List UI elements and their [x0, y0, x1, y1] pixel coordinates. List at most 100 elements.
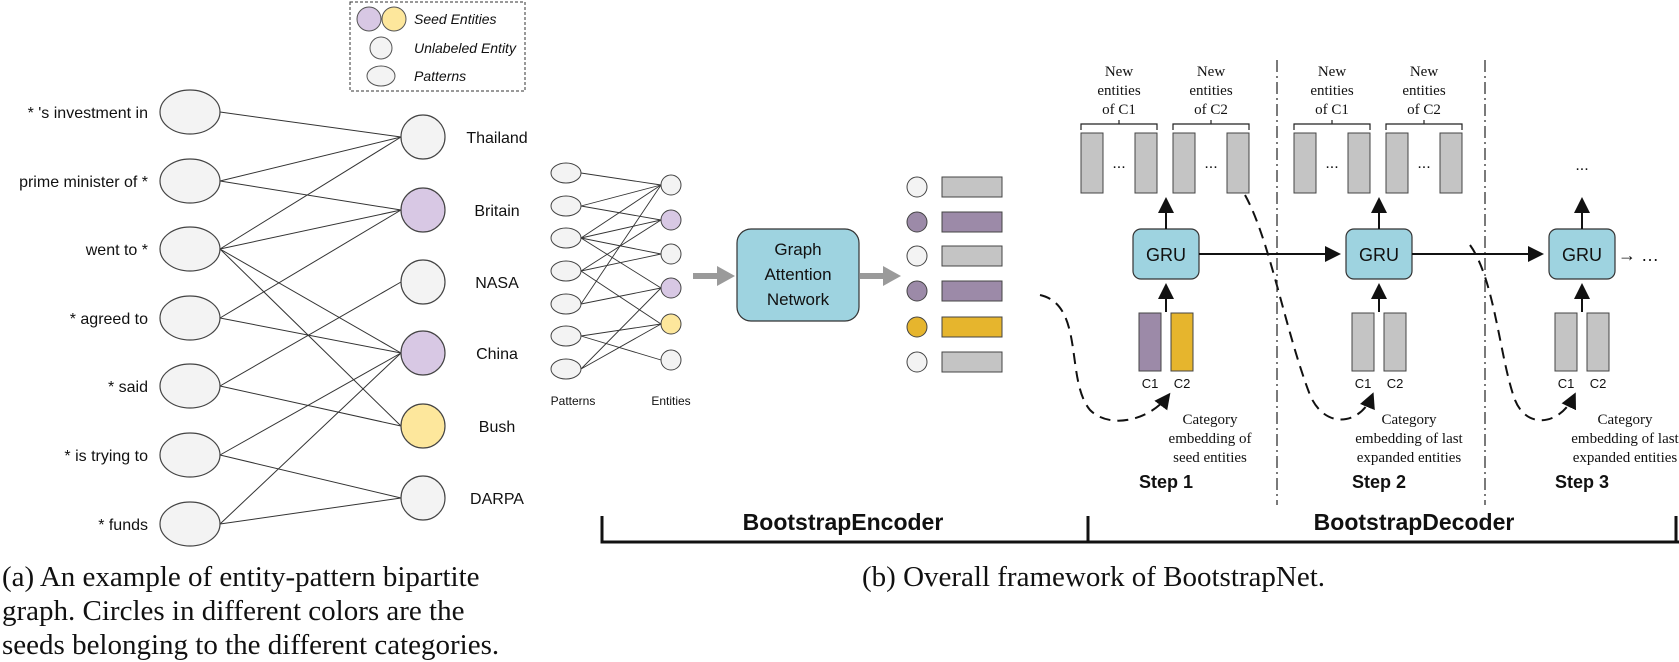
embedding-vector — [941, 176, 1003, 198]
bipartite-edge — [219, 248, 402, 427]
pattern-label: * said — [108, 379, 148, 396]
bipartite-edges — [219, 111, 402, 525]
pattern-label: * agreed to — [70, 311, 148, 328]
pattern-node — [159, 89, 221, 135]
bipartite-edge — [219, 317, 402, 354]
gat-label-line2: Attention — [764, 265, 831, 284]
gat-label-line3: Network — [767, 290, 830, 309]
new-entities-title: New — [1197, 64, 1225, 80]
mini-edge — [580, 323, 662, 370]
category-embedding-caption: Category — [1382, 412, 1437, 428]
ellipsis: ... — [1204, 155, 1217, 172]
step-label: Step 2 — [1352, 472, 1406, 492]
mini-edge — [580, 219, 662, 239]
mini-entity-node — [660, 174, 682, 196]
mini-pattern-node — [550, 162, 582, 184]
legend-patterns-label: Patterns — [414, 68, 466, 84]
embedding-node — [906, 280, 928, 302]
c1-label: C1 — [1558, 376, 1575, 391]
group-brace — [1385, 123, 1463, 130]
entity-node — [400, 114, 446, 160]
bipartite-edge — [219, 454, 402, 499]
encoder-section-label: BootstrapEncoder — [743, 509, 944, 535]
mini-edge — [580, 253, 662, 272]
embedding-vector — [941, 351, 1003, 373]
category-embedding-caption: Category — [1598, 412, 1653, 428]
mini-edge — [580, 172, 662, 186]
category-embedding-caption: embedding of last — [1355, 431, 1463, 447]
mini-pattern-node — [550, 358, 582, 380]
legend-yellow-circle — [381, 6, 407, 32]
embedding-node — [906, 316, 928, 338]
category-embedding-caption: embedding of last — [1571, 431, 1679, 447]
legend-purple-circle — [356, 6, 382, 32]
embedding-node — [906, 351, 928, 373]
embedding-node — [906, 211, 928, 233]
caption-b: (b) Overall framework of BootstrapNet. — [862, 561, 1326, 593]
legend-pattern-ellipse — [366, 65, 396, 87]
mini-bipartite-graph — [550, 162, 682, 380]
embedding-vector — [941, 211, 1003, 233]
new-entities-title: entities — [1310, 83, 1353, 99]
new-entities-title: of C2 — [1407, 102, 1441, 118]
entity-embeddings — [906, 176, 1003, 373]
embedding-vector — [941, 245, 1003, 267]
pattern-node — [159, 295, 221, 341]
bipartite-edge — [219, 136, 402, 182]
category-embedding-caption: expanded entities — [1357, 450, 1462, 466]
mini-edge — [580, 287, 662, 305]
new-entities-title: New — [1410, 64, 1438, 80]
step-separators — [1276, 60, 1486, 505]
mini-edge — [580, 335, 662, 361]
group-brace — [1172, 123, 1250, 130]
legend-unlabeled-label: Unlabeled Entity — [414, 40, 517, 56]
entity-label: Britain — [474, 203, 519, 220]
output-vector — [1080, 132, 1104, 194]
pattern-node — [159, 158, 221, 204]
mini-entity-node — [660, 349, 682, 371]
pattern-node — [159, 501, 221, 547]
mini-edge — [580, 184, 662, 305]
mini-entity-node — [660, 243, 682, 265]
category-embedding-caption: embedding of — [1169, 431, 1252, 447]
bipartite-edge — [219, 248, 402, 354]
new-entities-title: entities — [1189, 83, 1232, 99]
new-entities-title: New — [1318, 64, 1346, 80]
gru-label: GRU — [1146, 245, 1186, 265]
new-entities-title: of C1 — [1315, 102, 1349, 118]
new-entities-title: New — [1105, 64, 1133, 80]
step-label: Step 3 — [1555, 472, 1609, 492]
pattern-label: prime minister of * — [19, 174, 148, 191]
category-embedding-c2 — [1383, 312, 1407, 372]
embedding-vector — [941, 280, 1003, 302]
legend-unlabeled-circle — [369, 36, 393, 60]
category-embedding-caption: seed entities — [1173, 450, 1247, 466]
bipartite-edge — [219, 352, 402, 525]
mini-pattern-node — [550, 227, 582, 249]
entity-label: DARPA — [470, 491, 524, 508]
mini-edge — [580, 237, 662, 289]
caption-a-line1: (a) An example of entity-pattern biparti… — [2, 561, 480, 593]
mini-pattern-node — [550, 325, 582, 347]
new-entities-title: entities — [1402, 83, 1445, 99]
legend: Seed Entities Unlabeled Entity Patterns — [349, 1, 526, 92]
mini-pattern-node — [550, 260, 582, 282]
category-embedding-c1 — [1351, 312, 1375, 372]
mini-edge — [580, 205, 662, 221]
pattern-label: * funds — [98, 517, 148, 534]
bipartite-edge — [219, 209, 402, 319]
group-brace — [1080, 123, 1158, 130]
new-entities-title: of C1 — [1102, 102, 1136, 118]
category-embedding-c1 — [1554, 312, 1578, 372]
entity-label: Bush — [479, 419, 515, 436]
mini-pattern-node — [550, 293, 582, 315]
mini-entity-node — [660, 209, 682, 231]
group-brace — [1293, 123, 1371, 130]
entity-node — [400, 187, 446, 233]
category-embedding-c2 — [1586, 312, 1610, 372]
graph-attention-network-box: Graph Attention Network — [736, 228, 860, 322]
legend-seed-label: Seed Entities — [414, 11, 497, 27]
